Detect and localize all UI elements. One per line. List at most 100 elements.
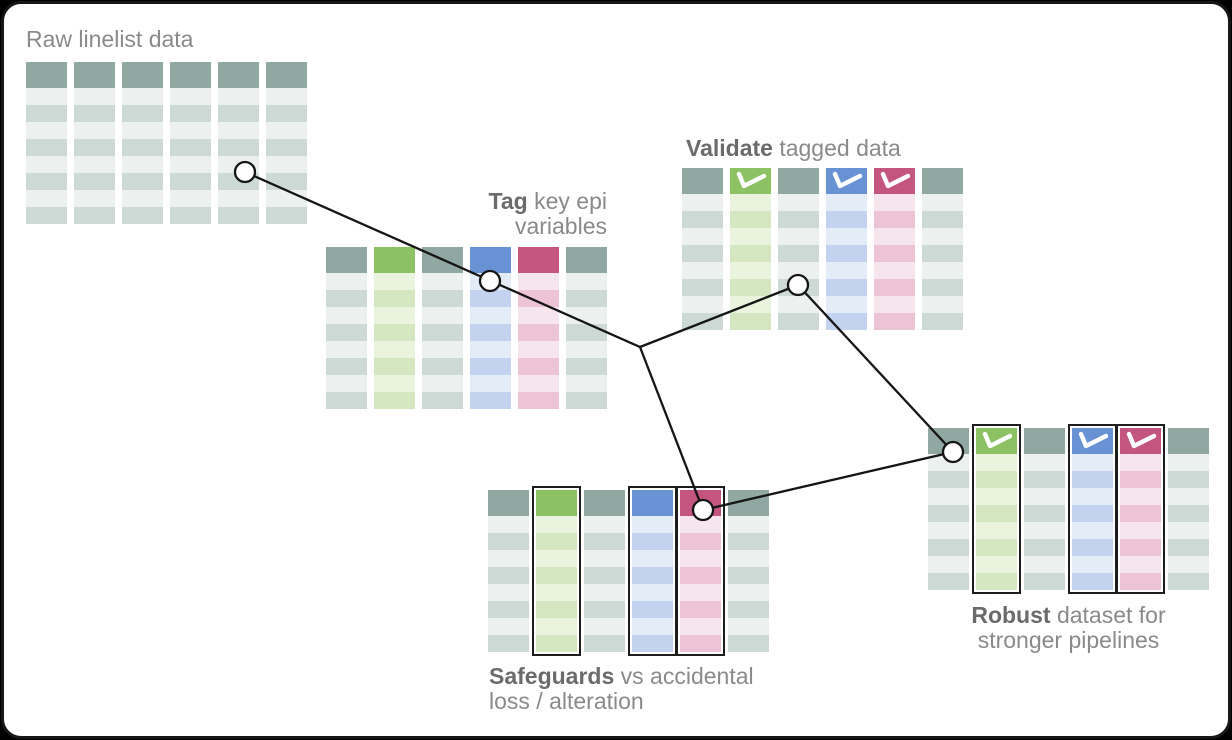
table-row — [74, 156, 115, 173]
table-row — [266, 173, 307, 190]
table-row — [632, 567, 673, 584]
table-row — [422, 324, 463, 341]
table-row — [584, 516, 625, 533]
table-row — [266, 190, 307, 207]
table-row — [374, 324, 415, 341]
table-row — [26, 190, 67, 207]
table-row — [488, 618, 529, 635]
table-row — [1120, 471, 1161, 488]
column-header — [566, 247, 607, 273]
table-row — [728, 584, 769, 601]
column-gray — [928, 428, 969, 590]
table-row — [976, 522, 1017, 539]
table-row — [632, 618, 673, 635]
table-row — [922, 262, 963, 279]
table-row — [74, 139, 115, 156]
table-row — [518, 358, 559, 375]
check-icon — [832, 171, 863, 189]
table-row — [170, 207, 211, 224]
table-row — [728, 601, 769, 618]
table-row — [1072, 454, 1113, 471]
table-row — [1168, 556, 1209, 573]
table-row — [632, 635, 673, 652]
table-row — [584, 618, 625, 635]
table-row — [976, 573, 1017, 590]
table-row — [632, 601, 673, 618]
table-row — [470, 341, 511, 358]
table-row — [536, 635, 577, 652]
table-row — [730, 245, 771, 262]
check-icon — [1126, 431, 1157, 449]
caption-text: dataset for stronger pipelines — [977, 602, 1166, 653]
table-row — [874, 279, 915, 296]
table-row — [874, 296, 915, 313]
table-row — [566, 290, 607, 307]
table-row — [218, 190, 259, 207]
table-row — [778, 313, 819, 330]
table-row — [170, 190, 211, 207]
table-row — [218, 139, 259, 156]
table-row — [74, 122, 115, 139]
column-green — [374, 247, 415, 409]
table-row — [584, 533, 625, 550]
column-gray — [922, 168, 963, 330]
caption-bold-word: Safeguards — [489, 663, 615, 689]
table-row — [1072, 522, 1113, 539]
table-row — [566, 392, 607, 409]
table-row — [488, 533, 529, 550]
lock-outline — [1068, 424, 1117, 594]
check-icon — [1078, 431, 1109, 449]
column-header — [1120, 428, 1161, 454]
table-row — [566, 324, 607, 341]
table-row — [1120, 454, 1161, 471]
table-row — [1072, 556, 1113, 573]
table-row — [170, 156, 211, 173]
table-row — [632, 550, 673, 567]
table-row — [730, 194, 771, 211]
column-header — [488, 490, 529, 516]
table-row — [536, 584, 577, 601]
table-row — [422, 392, 463, 409]
table-row — [374, 341, 415, 358]
table-row — [928, 573, 969, 590]
table-row — [518, 341, 559, 358]
table-row — [518, 290, 559, 307]
table-row — [422, 290, 463, 307]
table-row — [266, 207, 307, 224]
table-row — [928, 471, 969, 488]
table-row — [682, 262, 723, 279]
table-row — [326, 358, 367, 375]
table-row — [922, 245, 963, 262]
table-row — [122, 88, 163, 105]
column-gray — [584, 490, 625, 652]
caption-text: tagged data — [772, 135, 901, 161]
table-row — [778, 262, 819, 279]
table-row — [536, 516, 577, 533]
column-header — [374, 247, 415, 273]
table-row — [536, 567, 577, 584]
check-icon — [736, 171, 767, 189]
table-row — [1024, 539, 1065, 556]
table-row — [1168, 505, 1209, 522]
table-row — [874, 313, 915, 330]
table-row — [778, 228, 819, 245]
table-row — [874, 211, 915, 228]
table-row — [928, 522, 969, 539]
table-safeguards — [488, 486, 769, 656]
column-header — [536, 490, 577, 516]
table-row — [778, 279, 819, 296]
column-header — [1024, 428, 1065, 454]
column-blue — [826, 168, 867, 330]
table-row — [566, 358, 607, 375]
table-row — [422, 375, 463, 392]
table-row — [26, 156, 67, 173]
table-row — [122, 156, 163, 173]
table-row — [170, 173, 211, 190]
column-header — [422, 247, 463, 273]
column-header — [874, 168, 915, 194]
table-row — [682, 211, 723, 228]
table-row — [1024, 522, 1065, 539]
table-row — [470, 324, 511, 341]
table-row — [826, 262, 867, 279]
table-row — [422, 273, 463, 290]
